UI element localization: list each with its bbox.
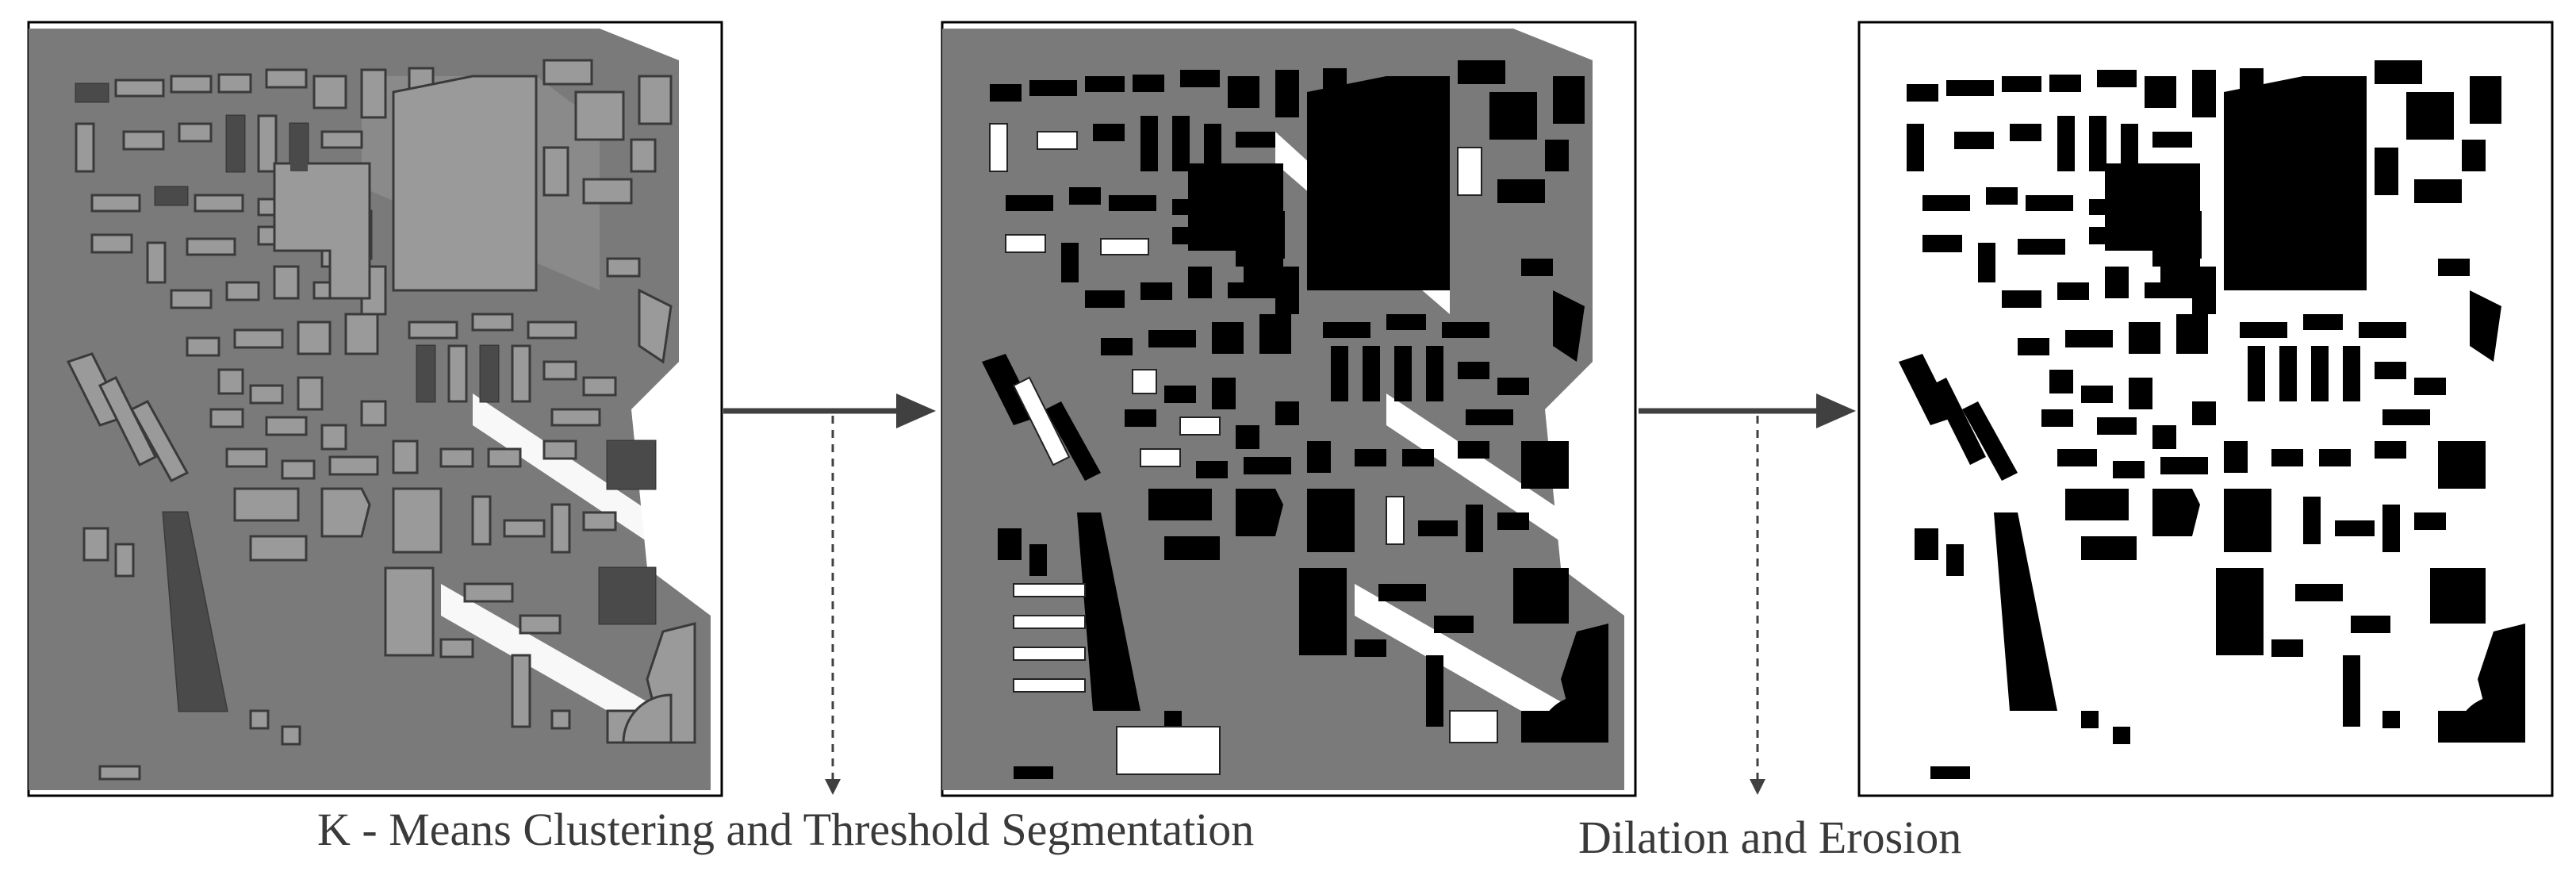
step-2-caption: Dilation and Erosion <box>1578 812 1962 863</box>
panel-original <box>27 21 723 797</box>
arrow-step-2 <box>1639 393 1856 795</box>
step-1-caption: K - Means Clustering and Threshold Segme… <box>317 804 1255 855</box>
panel-dilation-erosion <box>1857 21 2554 797</box>
arrow-step-1 <box>723 393 936 795</box>
panel-segmentation <box>941 21 1637 797</box>
